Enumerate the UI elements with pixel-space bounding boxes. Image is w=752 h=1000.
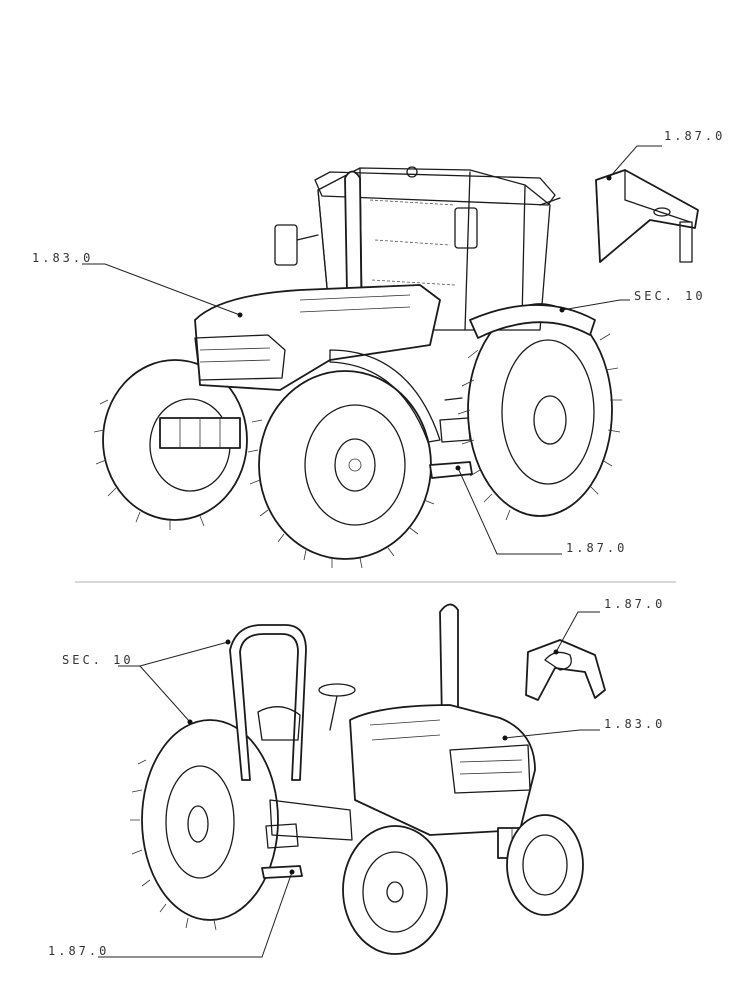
cab-tractor-step <box>429 397 473 479</box>
rops-tractor-front-wheel-near <box>342 825 448 955</box>
callout-top-step: 1.87.0 <box>455 465 627 555</box>
callout-bottom-bracket-label: 1.87.0 <box>604 597 665 611</box>
rops-tractor-illustration <box>130 603 584 955</box>
bottom-bracket-detail <box>525 639 606 701</box>
callout-bottom-rops: SEC. 10 <box>62 639 231 725</box>
cab-tractor-hood <box>194 284 441 391</box>
rops-tractor-exhaust <box>439 603 459 723</box>
callout-top-bracket-label: 1.87.0 <box>664 129 725 143</box>
cab-tractor-rear-wheel <box>457 303 622 521</box>
callout-bottom-rops-label: SEC. 10 <box>62 653 134 667</box>
cab-tractor-front-weights <box>159 417 241 449</box>
callout-top-hood: 1.83.0 <box>32 251 243 318</box>
cab-tractor-illustration <box>93 166 622 569</box>
callout-top-step-label: 1.87.0 <box>566 541 627 555</box>
rops-tractor-hood <box>349 704 536 836</box>
callout-bottom-step: 1.87.0 <box>48 869 295 958</box>
callout-top-hood-label: 1.83.0 <box>32 251 93 265</box>
callout-bottom-bracket: 1.87.0 <box>553 597 665 655</box>
rops-tractor-rear-wheel <box>130 719 279 931</box>
callout-top-fender-label: SEC. 10 <box>634 289 706 303</box>
callout-bottom-hood: 1.83.0 <box>502 717 665 741</box>
top-bracket-detail <box>595 169 699 263</box>
cab-tractor-fender <box>469 304 596 339</box>
rops-tractor-rollbar <box>229 624 307 781</box>
rops-tractor-front-wheel-far <box>506 814 584 916</box>
rops-tractor-seat <box>257 683 356 741</box>
cab-tractor-front-right-wheel <box>247 370 440 569</box>
rops-tractor-step <box>261 823 303 879</box>
callout-top-bracket: 1.87.0 <box>606 129 725 181</box>
callout-top-fender: SEC. 10 <box>559 289 706 313</box>
callout-bottom-hood-label: 1.83.0 <box>604 717 665 731</box>
callout-bottom-step-label: 1.87.0 <box>48 944 109 958</box>
